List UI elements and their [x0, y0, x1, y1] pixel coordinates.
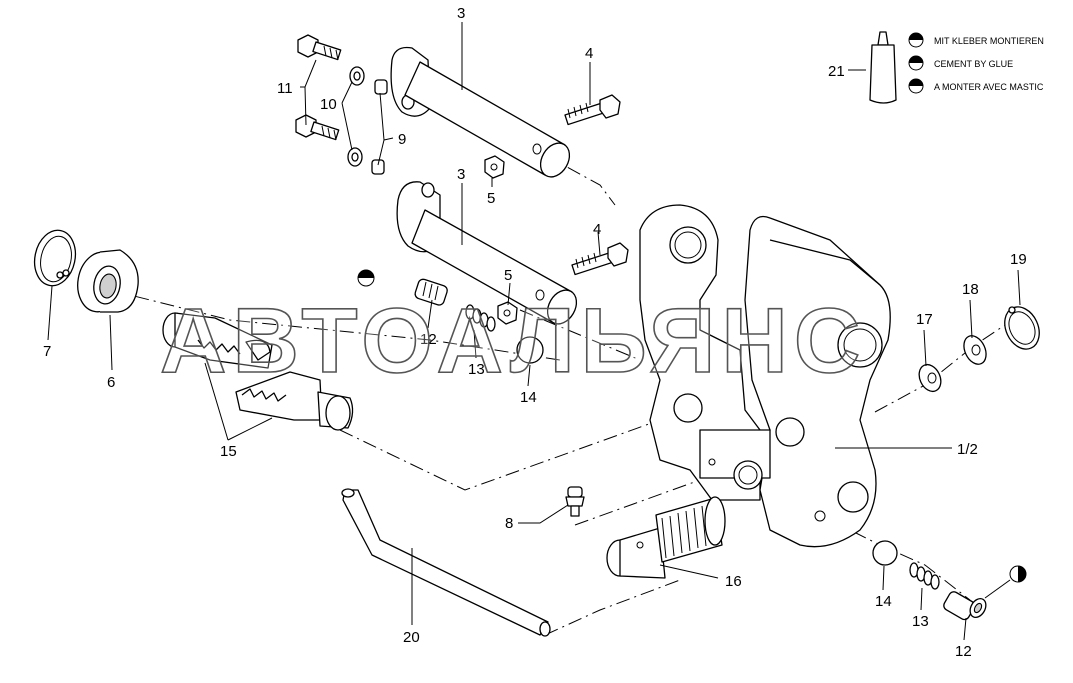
rod-20	[341, 488, 551, 637]
callout-12-right: 12	[955, 643, 972, 660]
legend-part-number: 21	[828, 63, 845, 80]
bolt-11-lower	[295, 114, 340, 141]
spring-13-left	[465, 304, 496, 332]
pin-3-upper	[390, 46, 571, 178]
half-black-circle-icon	[1009, 565, 1027, 583]
washer-18	[963, 335, 987, 365]
callout-11: 11	[277, 80, 293, 97]
gear-rack-15-lower	[235, 371, 354, 431]
washer-17	[918, 363, 942, 393]
ball-14-left	[516, 336, 544, 364]
legend-item-text: A MONTER AVEC MASTIC	[934, 82, 1044, 92]
callout-4-upper: 4	[585, 45, 593, 62]
bolt-4-lower	[571, 242, 629, 276]
callout-9: 9	[398, 131, 406, 148]
half-black-circle-icon	[357, 269, 375, 287]
legend-item-text: MIT KLEBER MONTIEREN	[934, 36, 1044, 46]
glue-tube-icon	[869, 31, 897, 104]
bolt-4-upper	[564, 94, 621, 126]
callout-6: 6	[107, 374, 115, 391]
leader-lines	[47, 22, 1021, 641]
callout-3-upper: 3	[457, 5, 465, 22]
callout-5-upper: 5	[487, 190, 495, 207]
callout-10: 10	[320, 96, 337, 113]
callout-17: 17	[916, 311, 933, 328]
pinion-16	[606, 496, 726, 579]
ball-14-right	[872, 540, 898, 566]
callout-13-left: 13	[468, 361, 485, 378]
spring-13-right	[909, 562, 940, 590]
plug-12-left	[414, 278, 448, 306]
legend-item-text: CEMENT BY GLUE	[934, 59, 1013, 69]
hinge-body-1-2	[639, 204, 891, 548]
bushing-9-upper	[374, 79, 388, 95]
bearing-6	[77, 249, 139, 313]
half-black-circle-icon	[908, 55, 924, 71]
callout-3-lower: 3	[457, 166, 465, 183]
callout-4-lower: 4	[593, 221, 601, 238]
retaining-ring-19	[1004, 306, 1040, 350]
callout-19: 19	[1010, 251, 1027, 268]
callout-12-left: 12	[420, 331, 437, 348]
callout-15: 15	[220, 443, 237, 460]
callout-7: 7	[43, 343, 51, 360]
callout-1-2: 1/2	[957, 441, 978, 458]
callout-14-right: 14	[875, 593, 892, 610]
callout-13-right: 13	[912, 613, 929, 630]
half-black-circle-icon	[908, 78, 924, 94]
plug-12-right	[943, 591, 987, 621]
half-black-circle-icon	[908, 32, 924, 48]
callout-8: 8	[505, 515, 513, 532]
nut-5-upper	[484, 155, 505, 179]
callout-14-left: 14	[520, 389, 537, 406]
retaining-ring-7	[33, 229, 77, 287]
callout-5-lower: 5	[504, 267, 512, 284]
callouts: 3 3 4 4 5 5 11 10 9 7 6 15 12 13 14 8 16…	[43, 5, 1027, 660]
gear-rack-15-upper	[162, 312, 273, 369]
callout-20: 20	[403, 629, 420, 646]
pin-3-lower	[396, 181, 578, 325]
callout-16: 16	[725, 573, 742, 590]
bolt-11-upper	[297, 34, 342, 61]
watermark: АВТОАЛЬЯНС	[160, 290, 866, 392]
legend: 21 MIT KLEBER MONTIEREN CEMENT BY GLUE A…	[828, 31, 1044, 104]
callout-18: 18	[962, 281, 979, 298]
bushing-9-lower	[371, 159, 385, 175]
grease-nipple-8	[565, 486, 585, 517]
